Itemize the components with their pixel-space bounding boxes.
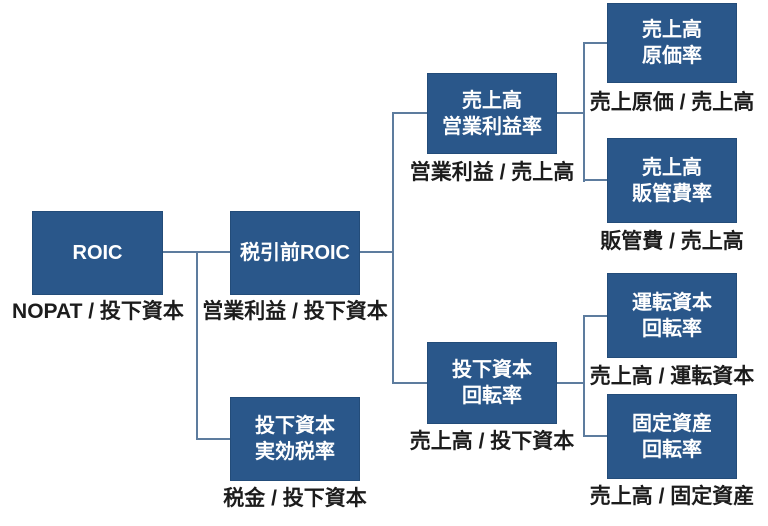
formula-roic: NOPAT / 投下資本: [12, 300, 184, 323]
connector-line: [392, 112, 427, 114]
node-box-sga-ratio: 売上高 販管費率: [607, 138, 737, 223]
node-box-fixed-asset-turnover: 固定資産 回転率: [607, 394, 737, 479]
connector-line: [557, 112, 584, 114]
node-box-roic: ROIC: [32, 211, 163, 295]
connector-line: [583, 179, 607, 181]
formula-sga-ratio: 販管費 / 売上高: [600, 230, 744, 253]
formula-pretax-roic: 営業利益 / 投下資本: [202, 300, 388, 323]
node-box-operating-margin: 売上高 営業利益率: [427, 73, 557, 154]
connector-line: [196, 252, 198, 440]
formula-capital-turnover: 売上高 / 投下資本: [409, 430, 575, 453]
connector-line: [583, 42, 585, 182]
connector-line: [583, 435, 607, 437]
node-box-cogs-ratio: 売上高 原価率: [607, 3, 737, 83]
node-box-pretax-roic: 税引前ROIC: [230, 211, 360, 295]
formula-fixed-asset-turnover: 売上高 / 固定資産: [589, 485, 755, 508]
connector-line: [392, 382, 427, 384]
connector-line: [583, 42, 607, 44]
node-box-invested-capital-tax-rate: 投下資本 実効税率: [230, 397, 360, 481]
formula-cogs-ratio: 売上原価 / 売上高: [589, 91, 755, 114]
node-box-capital-turnover: 投下資本 回転率: [427, 342, 557, 424]
connector-line: [360, 251, 394, 253]
formula-invested-capital-tax-rate: 税金 / 投下資本: [223, 487, 367, 510]
connector-line: [583, 315, 585, 437]
connector-line: [392, 112, 394, 384]
formula-operating-margin: 営業利益 / 売上高: [409, 161, 575, 184]
connector-line: [583, 315, 607, 317]
node-box-working-capital-turnover: 運転資本 回転率: [607, 273, 737, 358]
connector-line: [557, 382, 584, 384]
formula-working-capital-turnover: 売上高 / 運転資本: [589, 365, 755, 388]
connector-line: [196, 438, 230, 440]
